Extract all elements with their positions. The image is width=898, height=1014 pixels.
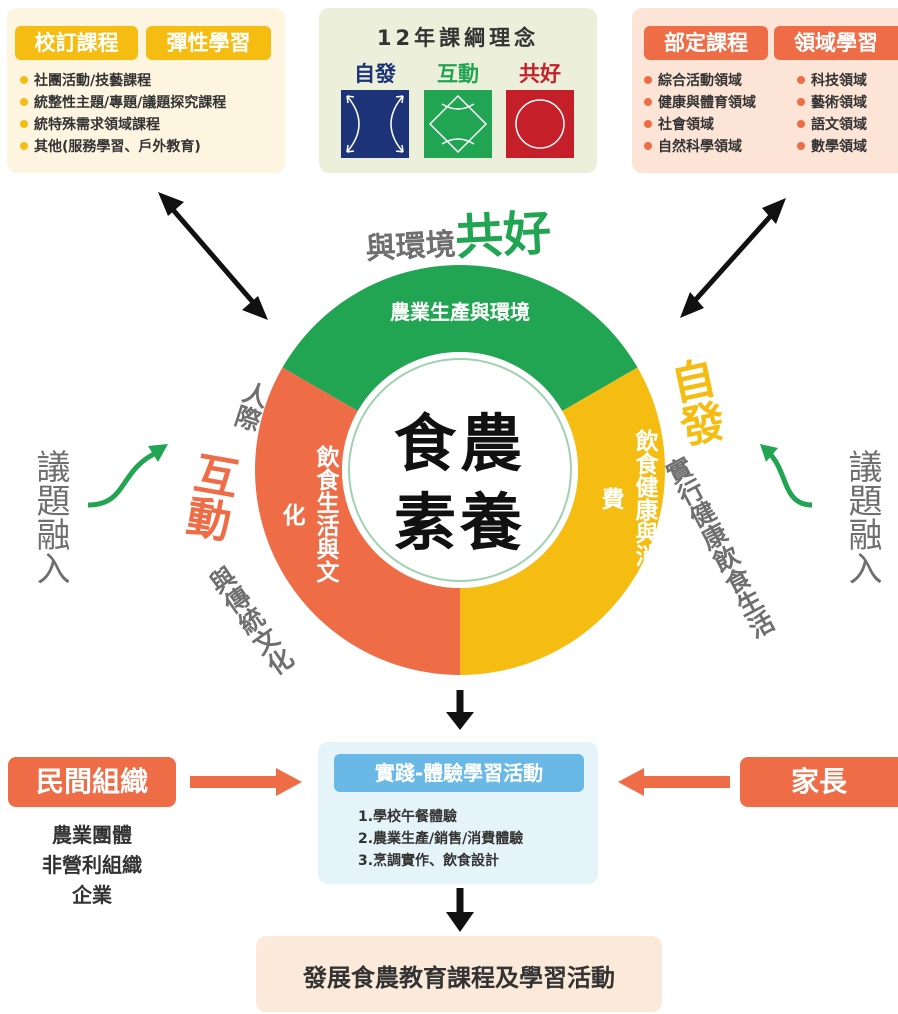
list-item: 農業團體 [52, 823, 132, 847]
green-arrow-right [766, 450, 813, 508]
self-motivated-icon [341, 90, 409, 158]
ring-left-segment [255, 367, 460, 675]
list-item: 企業 [72, 883, 112, 907]
list-item: 社會領域 [644, 114, 756, 136]
issue-integration-left: 議題融入 [30, 449, 70, 585]
ring-left-label: 飲食生活與文化 [278, 445, 338, 583]
parents-tag: 家長 [740, 757, 898, 807]
list-item: 科技領域 [797, 70, 867, 92]
list-item: 3.烹調實作、飲食設計 [358, 853, 500, 869]
list-item: 自然科學領域 [644, 136, 756, 158]
bullet-list-school: 社團活動/技藝課程 統整性主題/專題/議題探究課程 統特殊需求領域課程 其他(服… [20, 70, 226, 158]
idea-label-self: 自發 [354, 62, 396, 86]
ring-right-segment [460, 367, 665, 675]
center-circle [348, 358, 572, 582]
bottom-goal-box [256, 936, 662, 1012]
ring-top-segment [282, 265, 638, 411]
idea-label-common: 共好 [519, 62, 561, 86]
ring-top-label: 農業生產與環境 [390, 300, 530, 324]
tag-school-curriculum: 校訂課程 [15, 26, 138, 60]
list-item: 2.農業生產/銷售/消費體驗 [358, 831, 524, 847]
tag-flexible-learning: 彈性學習 [146, 26, 271, 60]
civil-organizations-tag: 民間組織 [8, 757, 176, 807]
curriculum-ideas-title: 12年課綱理念 [376, 26, 540, 50]
bottom-goal-text: 發展食農教育課程及學習活動 [303, 964, 615, 992]
practice-title: 實踐-體驗學習活動 [334, 754, 584, 792]
bullet-list-domains-1: 綜合活動領域 健康與體育領域 社會領域 自然科學領域 [644, 70, 756, 158]
interaction-icon [424, 90, 492, 158]
list-item: 藝術領域 [797, 92, 867, 114]
practice-list: 1.學校午餐體驗 2.農業生產/銷售/消費體驗 3.烹調實作、飲食設計 [358, 806, 523, 872]
double-arrow-right [688, 208, 778, 308]
tag-ministry-curriculum: 部定課程 [644, 26, 768, 60]
outer-top-text: 與環境共好 [364, 205, 553, 267]
list-item: 統特殊需求領域課程 [20, 114, 226, 136]
list-item: 其他(服務學習、戶外教育) [20, 136, 226, 158]
center-title-line1: 食農 [393, 407, 526, 480]
list-item: 綜合活動領域 [644, 70, 756, 92]
tag-domain-learning: 領域學習 [774, 26, 898, 60]
list-item: 非營利組織 [42, 853, 142, 877]
bullet-list-domains-2: 科技領域 藝術領域 語文領域 數學領域 [797, 70, 867, 158]
center-title-line2: 素養 [393, 486, 526, 559]
list-item: 統整性主題/專題/議題探究課程 [20, 92, 226, 114]
issue-integration-right: 議題融入 [842, 449, 882, 585]
list-item: 社團活動/技藝課程 [20, 70, 226, 92]
idea-label-interact: 互動 [437, 62, 479, 86]
common-good-icon [506, 90, 574, 158]
green-arrow-left [87, 449, 160, 508]
double-arrow-left [166, 202, 260, 310]
ring-right-label: 飲食健康與消費 [597, 429, 657, 567]
list-item: 健康與體育領域 [644, 92, 756, 114]
list-item: 1.學校午餐體驗 [358, 809, 458, 825]
list-item: 語文領域 [797, 114, 867, 136]
civil-organizations-list: 農業團體 非營利組織 企業 [8, 820, 176, 910]
list-item: 數學領域 [797, 136, 867, 158]
